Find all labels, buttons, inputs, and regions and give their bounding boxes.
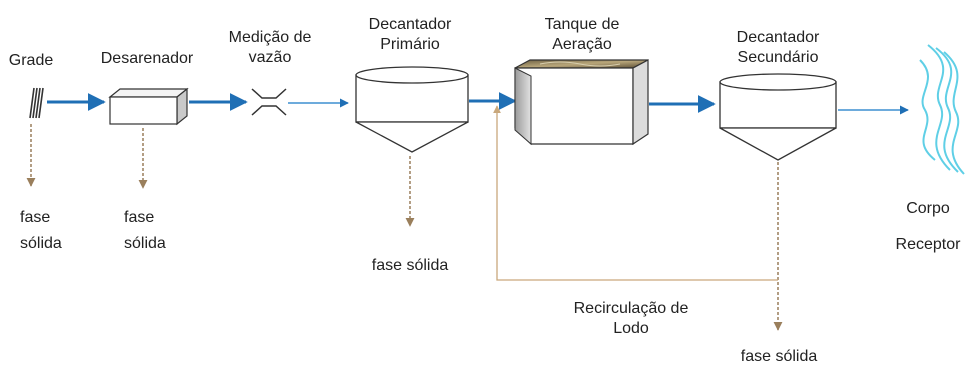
label-recirculacao-line1: Recirculação de <box>573 300 689 317</box>
label-corpo-receptor-line2: Receptor <box>895 236 961 253</box>
recirculation-line <box>493 105 778 281</box>
label-corpo-receptor-line1: Corpo <box>906 200 950 217</box>
label-solids-primario: fase sólida <box>371 257 449 274</box>
desarenador-icon <box>108 87 189 126</box>
label-solids-grade-line1: fase <box>20 209 51 226</box>
label-decantador-secundario-line2: Secundário <box>737 49 819 66</box>
label-medicao-line2: vazão <box>248 49 292 66</box>
label-medicao: Medição de vazão <box>222 28 318 68</box>
label-solids-desarenador: fase sólida <box>124 205 166 257</box>
label-tanque-aeracao-line1: Tanque de <box>544 16 620 33</box>
label-grade: Grade <box>8 52 54 69</box>
label-solids-desarenador-line1: fase <box>124 209 155 226</box>
receiving-water-icon <box>919 44 965 175</box>
grade-icon <box>29 87 44 119</box>
primary-clarifier-icon <box>355 66 469 153</box>
label-corpo-receptor: Corpo Receptor <box>888 191 968 263</box>
label-solids-desarenador-line2: sólida <box>124 235 166 252</box>
label-solids-grade-line2: sólida <box>20 235 62 252</box>
label-medicao-line1: Medição de <box>228 29 312 46</box>
label-decantador-primario: Decantador Primário <box>354 15 466 55</box>
label-solids-secundario: fase sólida <box>740 348 818 365</box>
label-decantador-primario-line1: Decantador <box>368 16 452 33</box>
secondary-clarifier-icon <box>719 73 837 161</box>
label-desarenador: Desarenador <box>100 50 194 67</box>
label-decantador-primario-line2: Primário <box>380 36 440 53</box>
label-decantador-secundario: Decantador Secundário <box>722 28 834 68</box>
label-solids-grade: fase sólida <box>20 205 62 257</box>
aeration-tank-icon <box>514 59 649 146</box>
label-recirculacao-line2: Lodo <box>613 320 649 337</box>
label-recirculacao: Recirculação de Lodo <box>556 299 706 339</box>
label-tanque-aeracao-line2: Aeração <box>552 36 612 53</box>
label-decantador-secundario-line1: Decantador <box>736 29 820 46</box>
flow-meter-icon <box>251 88 287 116</box>
label-tanque-aeracao: Tanque de Aeração <box>526 15 638 55</box>
